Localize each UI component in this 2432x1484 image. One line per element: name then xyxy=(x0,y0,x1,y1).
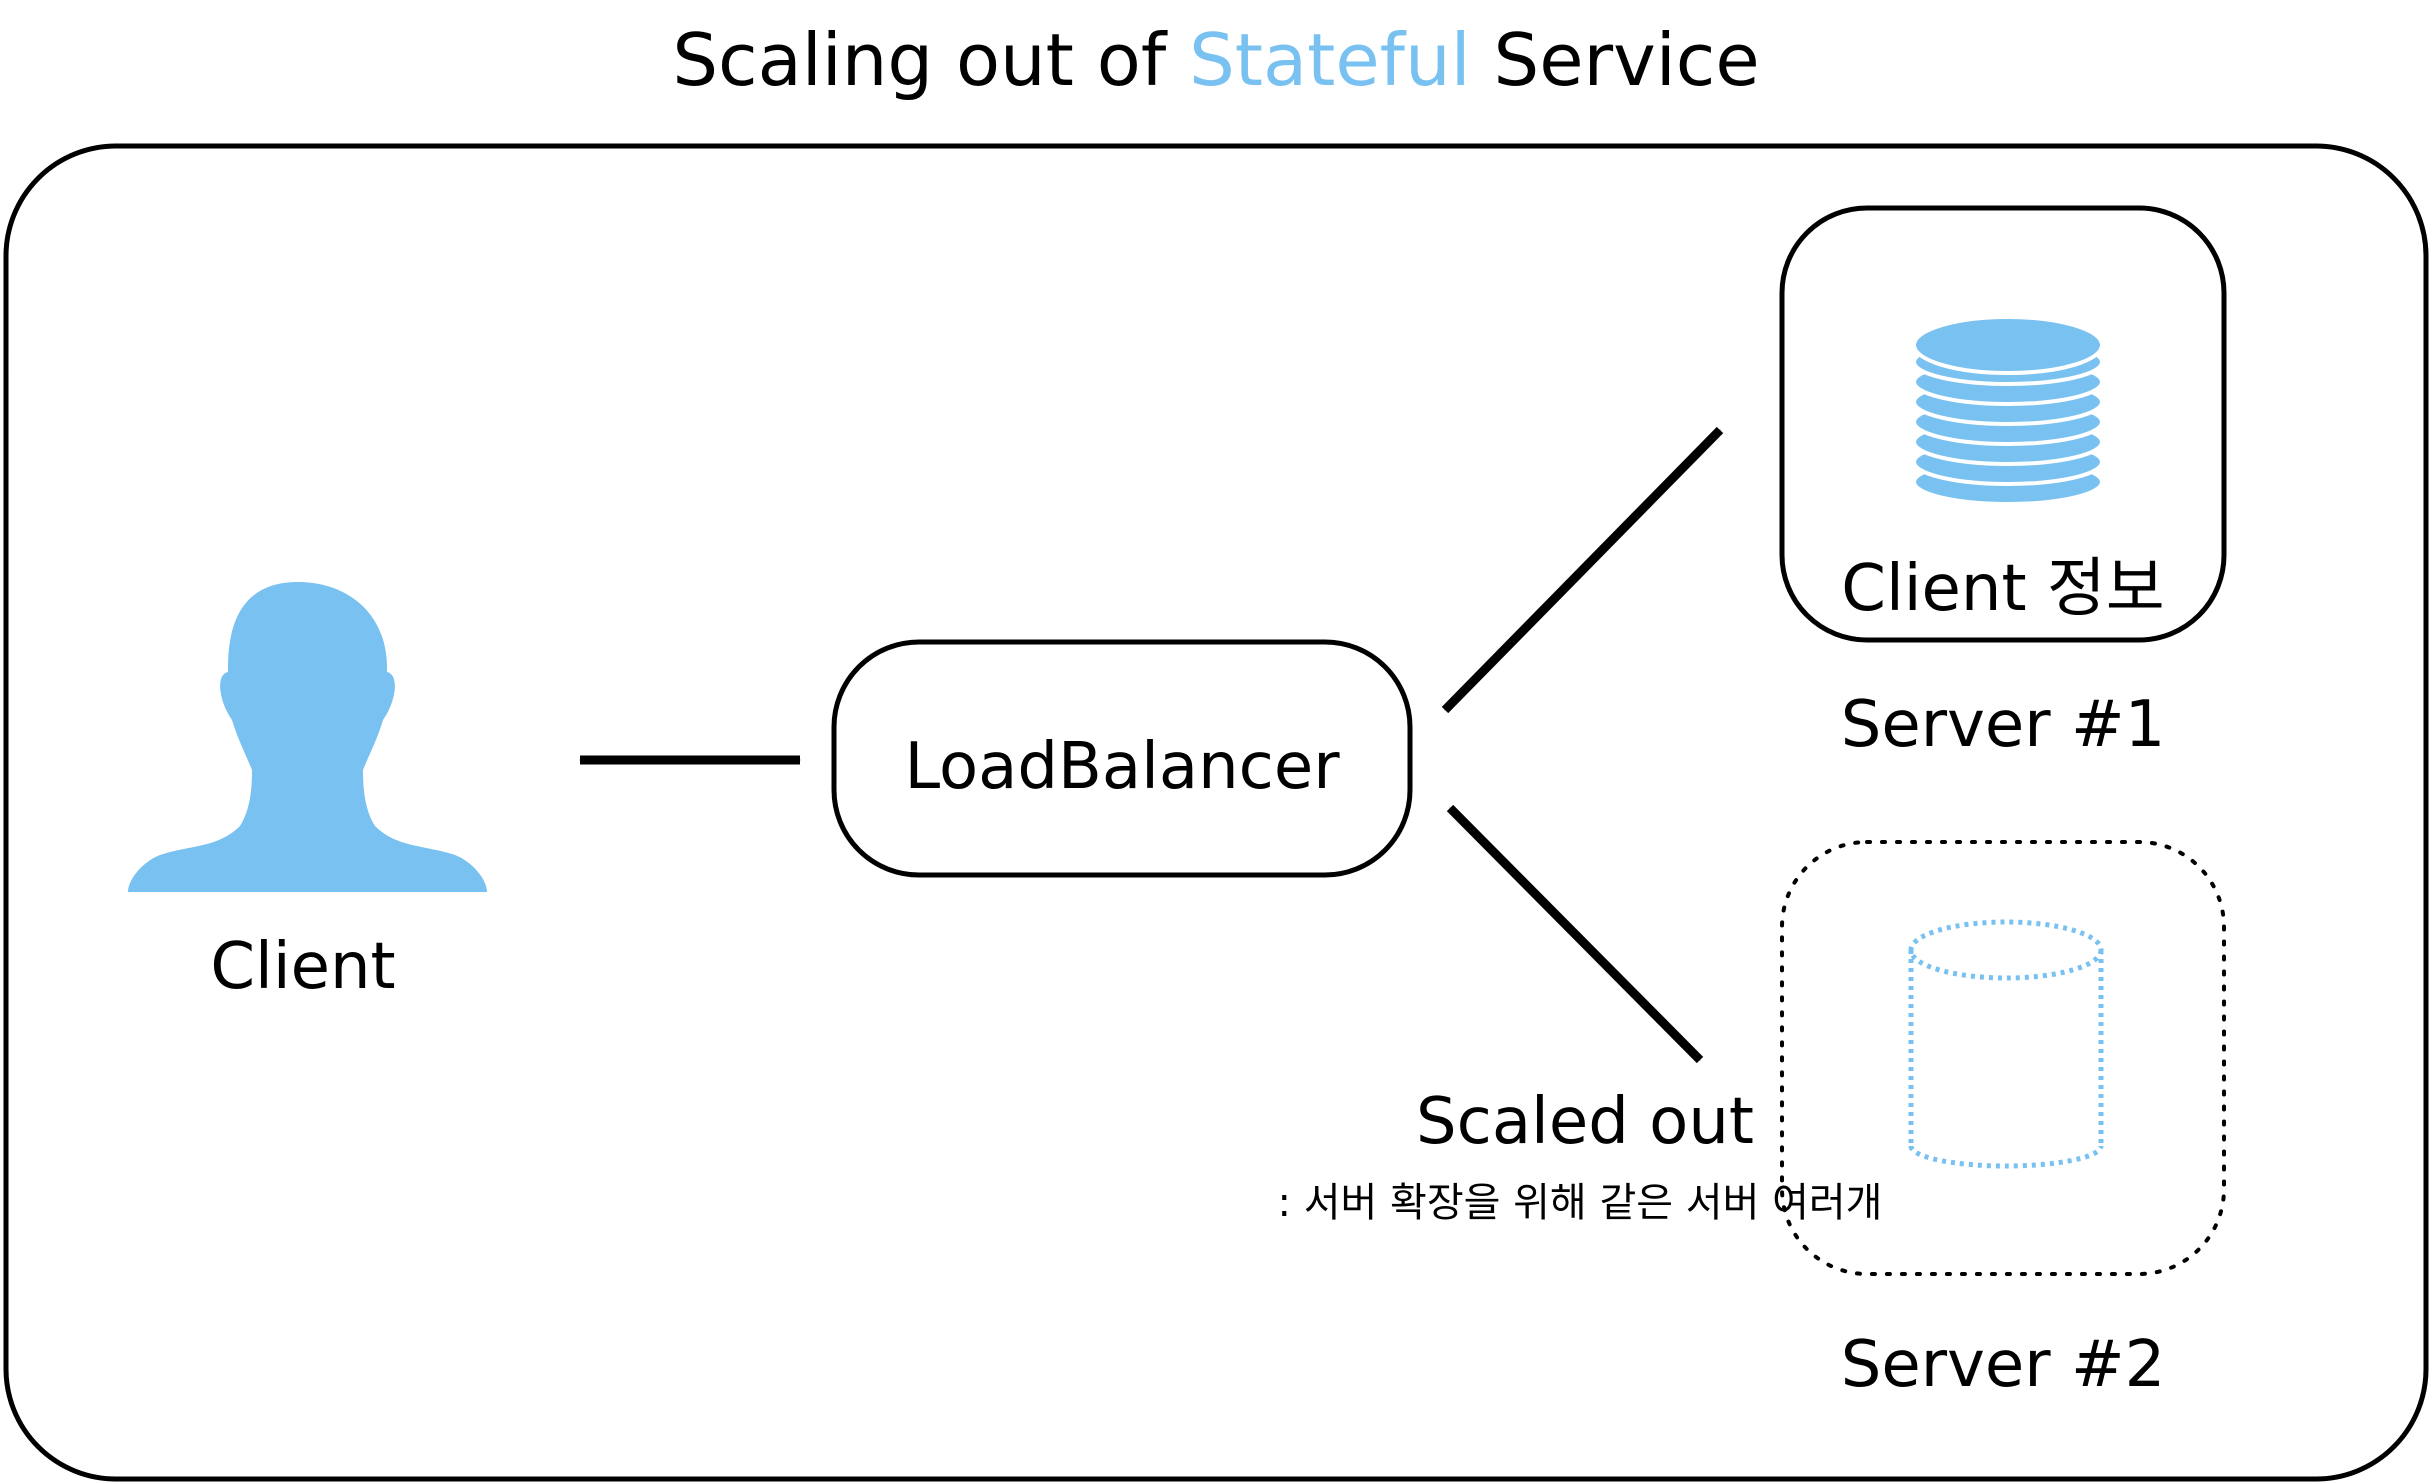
database-stack-icon xyxy=(1912,315,2104,506)
outer-frame xyxy=(3,143,2429,1482)
title-prefix: Scaling out of xyxy=(672,18,1190,102)
loadbalancer-box xyxy=(831,639,1413,878)
scaled-out-description: : 서버 확장을 위해 같은 서버 여러개 xyxy=(1277,1180,1883,1226)
server1-caption: Server #1 xyxy=(1840,688,2166,762)
client-label: Client xyxy=(210,930,396,1004)
server2-box xyxy=(1780,840,2226,1276)
loadbalancer-label: LoadBalancer xyxy=(904,730,1340,804)
scaled-out-label: Scaled out xyxy=(1416,1085,1754,1159)
title-suffix: Service xyxy=(1470,18,1760,102)
arrow-loadbalancer-server1 xyxy=(1441,426,1724,714)
server1-inner-label: Client 정보 xyxy=(1841,552,2165,626)
person-silhouette-icon xyxy=(128,582,487,892)
arrow-loadbalancer-server2 xyxy=(1446,804,1704,1064)
empty-cylinder-icon xyxy=(1908,919,2104,1169)
server2-caption: Server #2 xyxy=(1840,1328,2166,1402)
page-title: Scaling out of Stateful Service xyxy=(0,18,2432,102)
title-highlight: Stateful xyxy=(1189,18,1471,102)
